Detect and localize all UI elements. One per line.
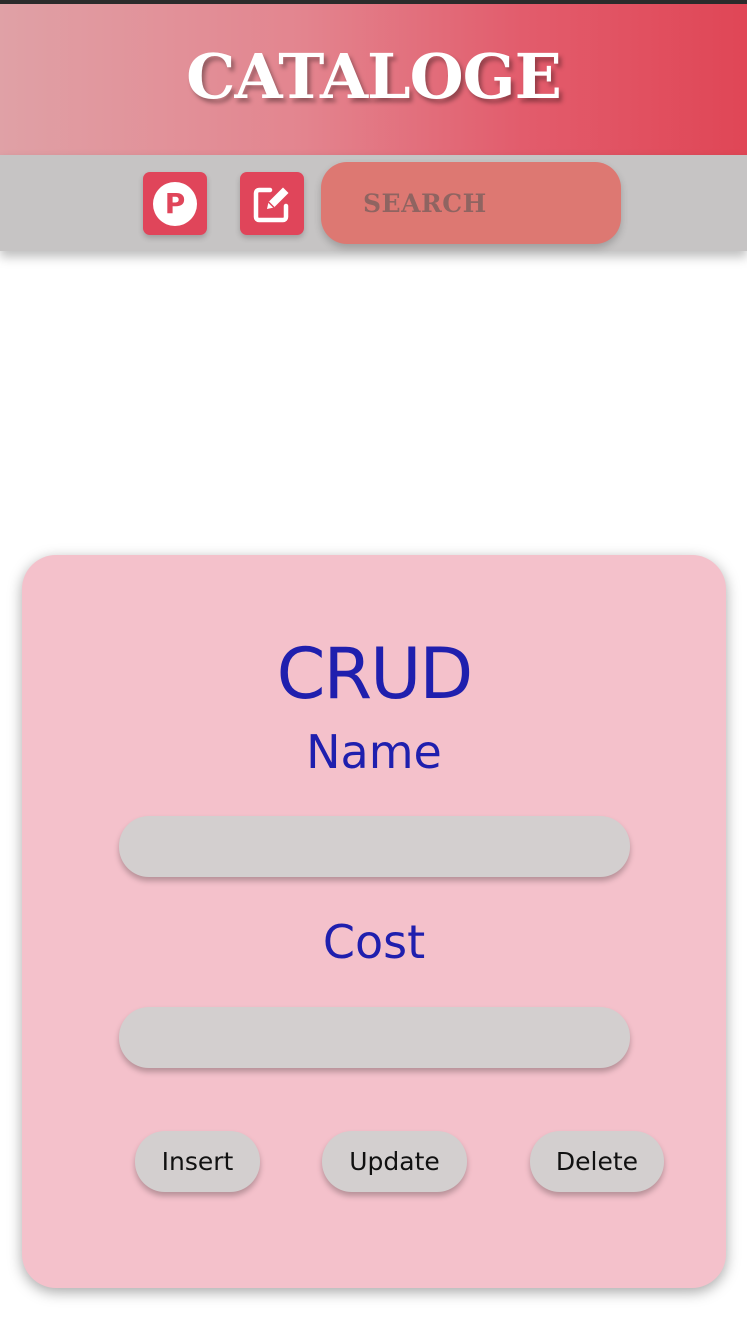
brand-title: CATALOGE — [186, 40, 562, 113]
edit-icon — [253, 187, 289, 222]
product-hunt-glyph: P — [164, 186, 186, 220]
product-hunt-icon: P — [153, 181, 197, 226]
update-button[interactable]: Update — [322, 1131, 467, 1192]
insert-button[interactable]: Insert — [135, 1131, 260, 1192]
search-placeholder: SEARCH — [363, 188, 487, 218]
edit-button[interactable] — [240, 172, 304, 235]
name-input[interactable] — [119, 816, 630, 877]
app-header: CATALOGE — [0, 4, 747, 155]
search-input[interactable]: SEARCH — [321, 162, 621, 244]
cost-label: Cost — [322, 915, 426, 969]
toolbar: P SEARCH — [0, 155, 747, 251]
delete-button[interactable]: Delete — [530, 1131, 664, 1192]
product-hunt-button[interactable]: P — [143, 172, 207, 235]
crud-title: CRUD — [276, 633, 474, 715]
name-label: Name — [306, 725, 442, 779]
cost-input[interactable] — [119, 1007, 630, 1068]
crud-card: CRUD Name Cost Insert Update Delete — [22, 555, 726, 1288]
top-border — [0, 0, 747, 4]
